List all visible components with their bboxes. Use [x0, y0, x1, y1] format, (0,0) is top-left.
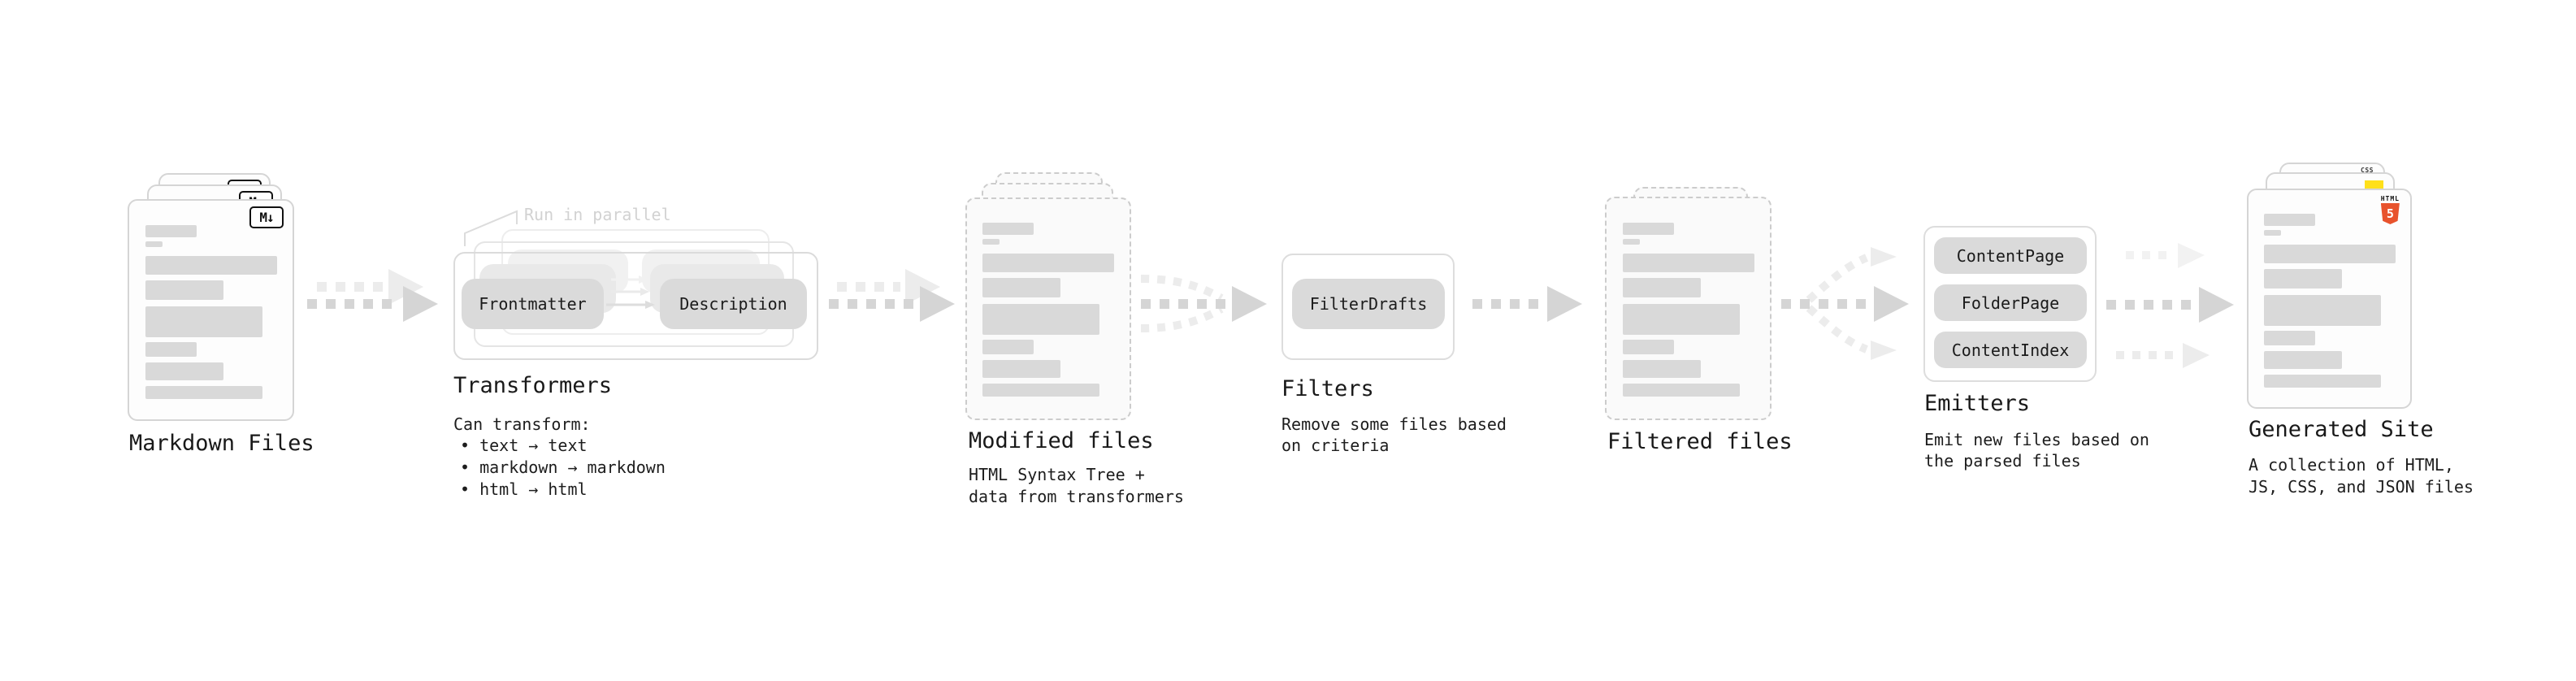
filtered-file-card-front: [1605, 197, 1772, 420]
emitters-desc-line: Emit new files based on: [1924, 430, 2149, 449]
filters-desc-line: Remove some files based: [1281, 414, 1507, 434]
filtered-files-title: Filtered files: [1607, 429, 1793, 454]
markdown-files-label: Markdown Files: [129, 431, 314, 456]
placeholder-text-bars: [2264, 214, 2396, 388]
arrow-emitters-to-generated: [2106, 243, 2234, 368]
html5-number: 5: [2386, 206, 2394, 221]
placeholder-text-bars: [145, 225, 277, 399]
js-icon: [2365, 180, 2383, 191]
html5-wordmark: HTML: [2380, 195, 2400, 202]
transformers-bullet: • markdown → markdown: [460, 458, 666, 477]
modified-files-title: Modified files: [969, 428, 1154, 453]
arrow-filtered-to-emitters: [1781, 247, 1909, 360]
emitters-desc: Emit new files based on the parsed files: [1924, 429, 2149, 471]
emitters-title: Emitters: [1924, 391, 2031, 416]
generated-site-desc: A collection of HTML, JS, CSS, and JSON …: [2249, 454, 2474, 498]
filters-title: Filters: [1281, 376, 1374, 401]
transformers-desc-heading: Can transform:: [453, 414, 591, 434]
generated-site-title: Generated Site: [2249, 417, 2434, 442]
transformers-title: Transformers: [453, 373, 613, 398]
arrow-modified-to-filters: [1140, 275, 1267, 332]
arrow-transformers-to-modified: [829, 269, 955, 322]
placeholder-text-bars: [1623, 223, 1754, 397]
filters-desc-line: on criteria: [1281, 436, 1390, 455]
modified-files-desc-line: HTML Syntax Tree +: [969, 465, 1145, 484]
emitter-pill-contentpage: ContentPage: [1934, 237, 2087, 274]
placeholder-text-bars: [982, 223, 1114, 397]
filters-desc: Remove some files based on criteria: [1281, 414, 1507, 456]
transformers-bullet: • html → html: [460, 479, 588, 499]
html5-shield: 5: [2380, 203, 2400, 224]
markdown-icon: M↓: [249, 206, 284, 228]
modified-files-desc: HTML Syntax Tree + data from transformer…: [969, 464, 1184, 508]
filterdrafts-pill: FilterDrafts: [1292, 279, 1445, 329]
generated-site-desc-line: JS, CSS, and JSON files: [2249, 477, 2474, 497]
emitter-pill-contentindex: ContentIndex: [1934, 332, 2087, 368]
modified-files-desc-line: data from transformers: [969, 487, 1184, 506]
transformers-bullet-list: • text → text • markdown → markdown • ht…: [460, 435, 666, 501]
emitter-pill-folderpage: FolderPage: [1934, 284, 2087, 321]
generated-file-card-html: HTML 5: [2247, 189, 2412, 409]
html5-icon: HTML 5: [2381, 195, 2400, 224]
arrow-markdown-to-transformers: [307, 269, 438, 322]
emitters-desc-line: the parsed files: [1924, 451, 2081, 471]
transformers-bullet: • text → text: [460, 436, 588, 455]
transformer-card-front: [453, 252, 818, 360]
generated-site-desc-line: A collection of HTML,: [2249, 455, 2454, 475]
arrow-filters-to-filtered: [1472, 286, 1582, 322]
run-in-parallel-annotation: Run in parallel: [524, 205, 671, 224]
markdown-file-card-front: M↓: [128, 199, 294, 421]
description-pill: Description: [660, 279, 807, 329]
modified-file-card-front: [965, 197, 1131, 420]
frontmatter-pill: Frontmatter: [462, 279, 604, 329]
